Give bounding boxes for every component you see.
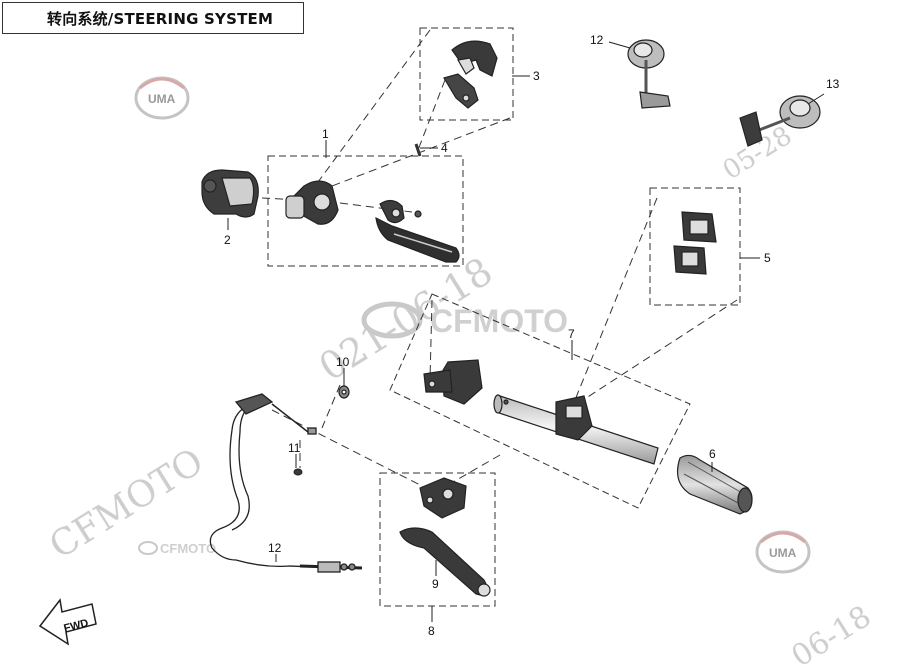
group-box-7 [389, 293, 691, 509]
callout-9: 9 [432, 577, 439, 591]
callout-2: 2 [224, 233, 231, 247]
fwd-label: FWD [63, 617, 90, 635]
part-3-switch-cover [443, 40, 498, 109]
callout-6: 6 [709, 447, 716, 461]
group-box-8 [379, 472, 496, 607]
watermark-date-bottom-right: 06-18 [786, 599, 878, 670]
uma-logo-bottom-text: UMA [769, 546, 797, 560]
page-title: 转向系统/STEERING SYSTEM [47, 10, 274, 28]
part-8-clutch-perch [419, 477, 467, 519]
part-2-left-switch [201, 169, 259, 218]
part-1-throttle-housing [285, 180, 460, 263]
callout-12-bottom: 12 [268, 541, 282, 555]
callout-3: 3 [533, 69, 540, 83]
part-12-cable [209, 393, 363, 573]
part-13-mirror [739, 95, 821, 147]
part-11-washer [293, 468, 303, 476]
group-box-3 [419, 27, 514, 121]
callout-8: 8 [428, 624, 435, 638]
part-7-handlebar [423, 359, 659, 465]
group-box-5 [649, 187, 741, 306]
cfmoto-logo-center-text: CFMOTO [430, 303, 568, 339]
callout-11: 11 [288, 441, 301, 455]
callout-1: 1 [322, 127, 329, 141]
part-4-screw [414, 143, 422, 157]
cfmoto-logo-center: CFMOTO [361, 301, 568, 339]
callout-7: 7 [568, 327, 575, 341]
part-6-grip [677, 454, 753, 515]
callout-10: 10 [336, 355, 350, 369]
callout-13: 13 [826, 77, 840, 91]
part-5-clamps [673, 211, 717, 275]
uma-logo-top: UMA [134, 76, 190, 120]
callout-12-top: 12 [590, 33, 604, 47]
callout-5: 5 [764, 251, 771, 265]
part-9-clutch-lever [399, 527, 491, 597]
part-10-nut [338, 385, 350, 399]
leader-lines [227, 41, 825, 622]
fwd-arrow-icon: FWD [38, 598, 97, 646]
part-12-mirror-top [627, 39, 671, 109]
cfmoto-logo-small: CFMOTO [138, 541, 216, 556]
uma-logo-top-text: UMA [148, 92, 176, 106]
cfmoto-logo-small-text: CFMOTO [160, 541, 216, 556]
callout-4: 4 [441, 141, 448, 155]
title-box: 转向系统/STEERING SYSTEM [2, 2, 304, 34]
uma-logo-bottom: UMA [755, 530, 811, 574]
callouts: 1 2 3 4 5 6 7 8 9 10 11 12 13 12 [224, 33, 840, 638]
group-boxes [267, 27, 741, 607]
